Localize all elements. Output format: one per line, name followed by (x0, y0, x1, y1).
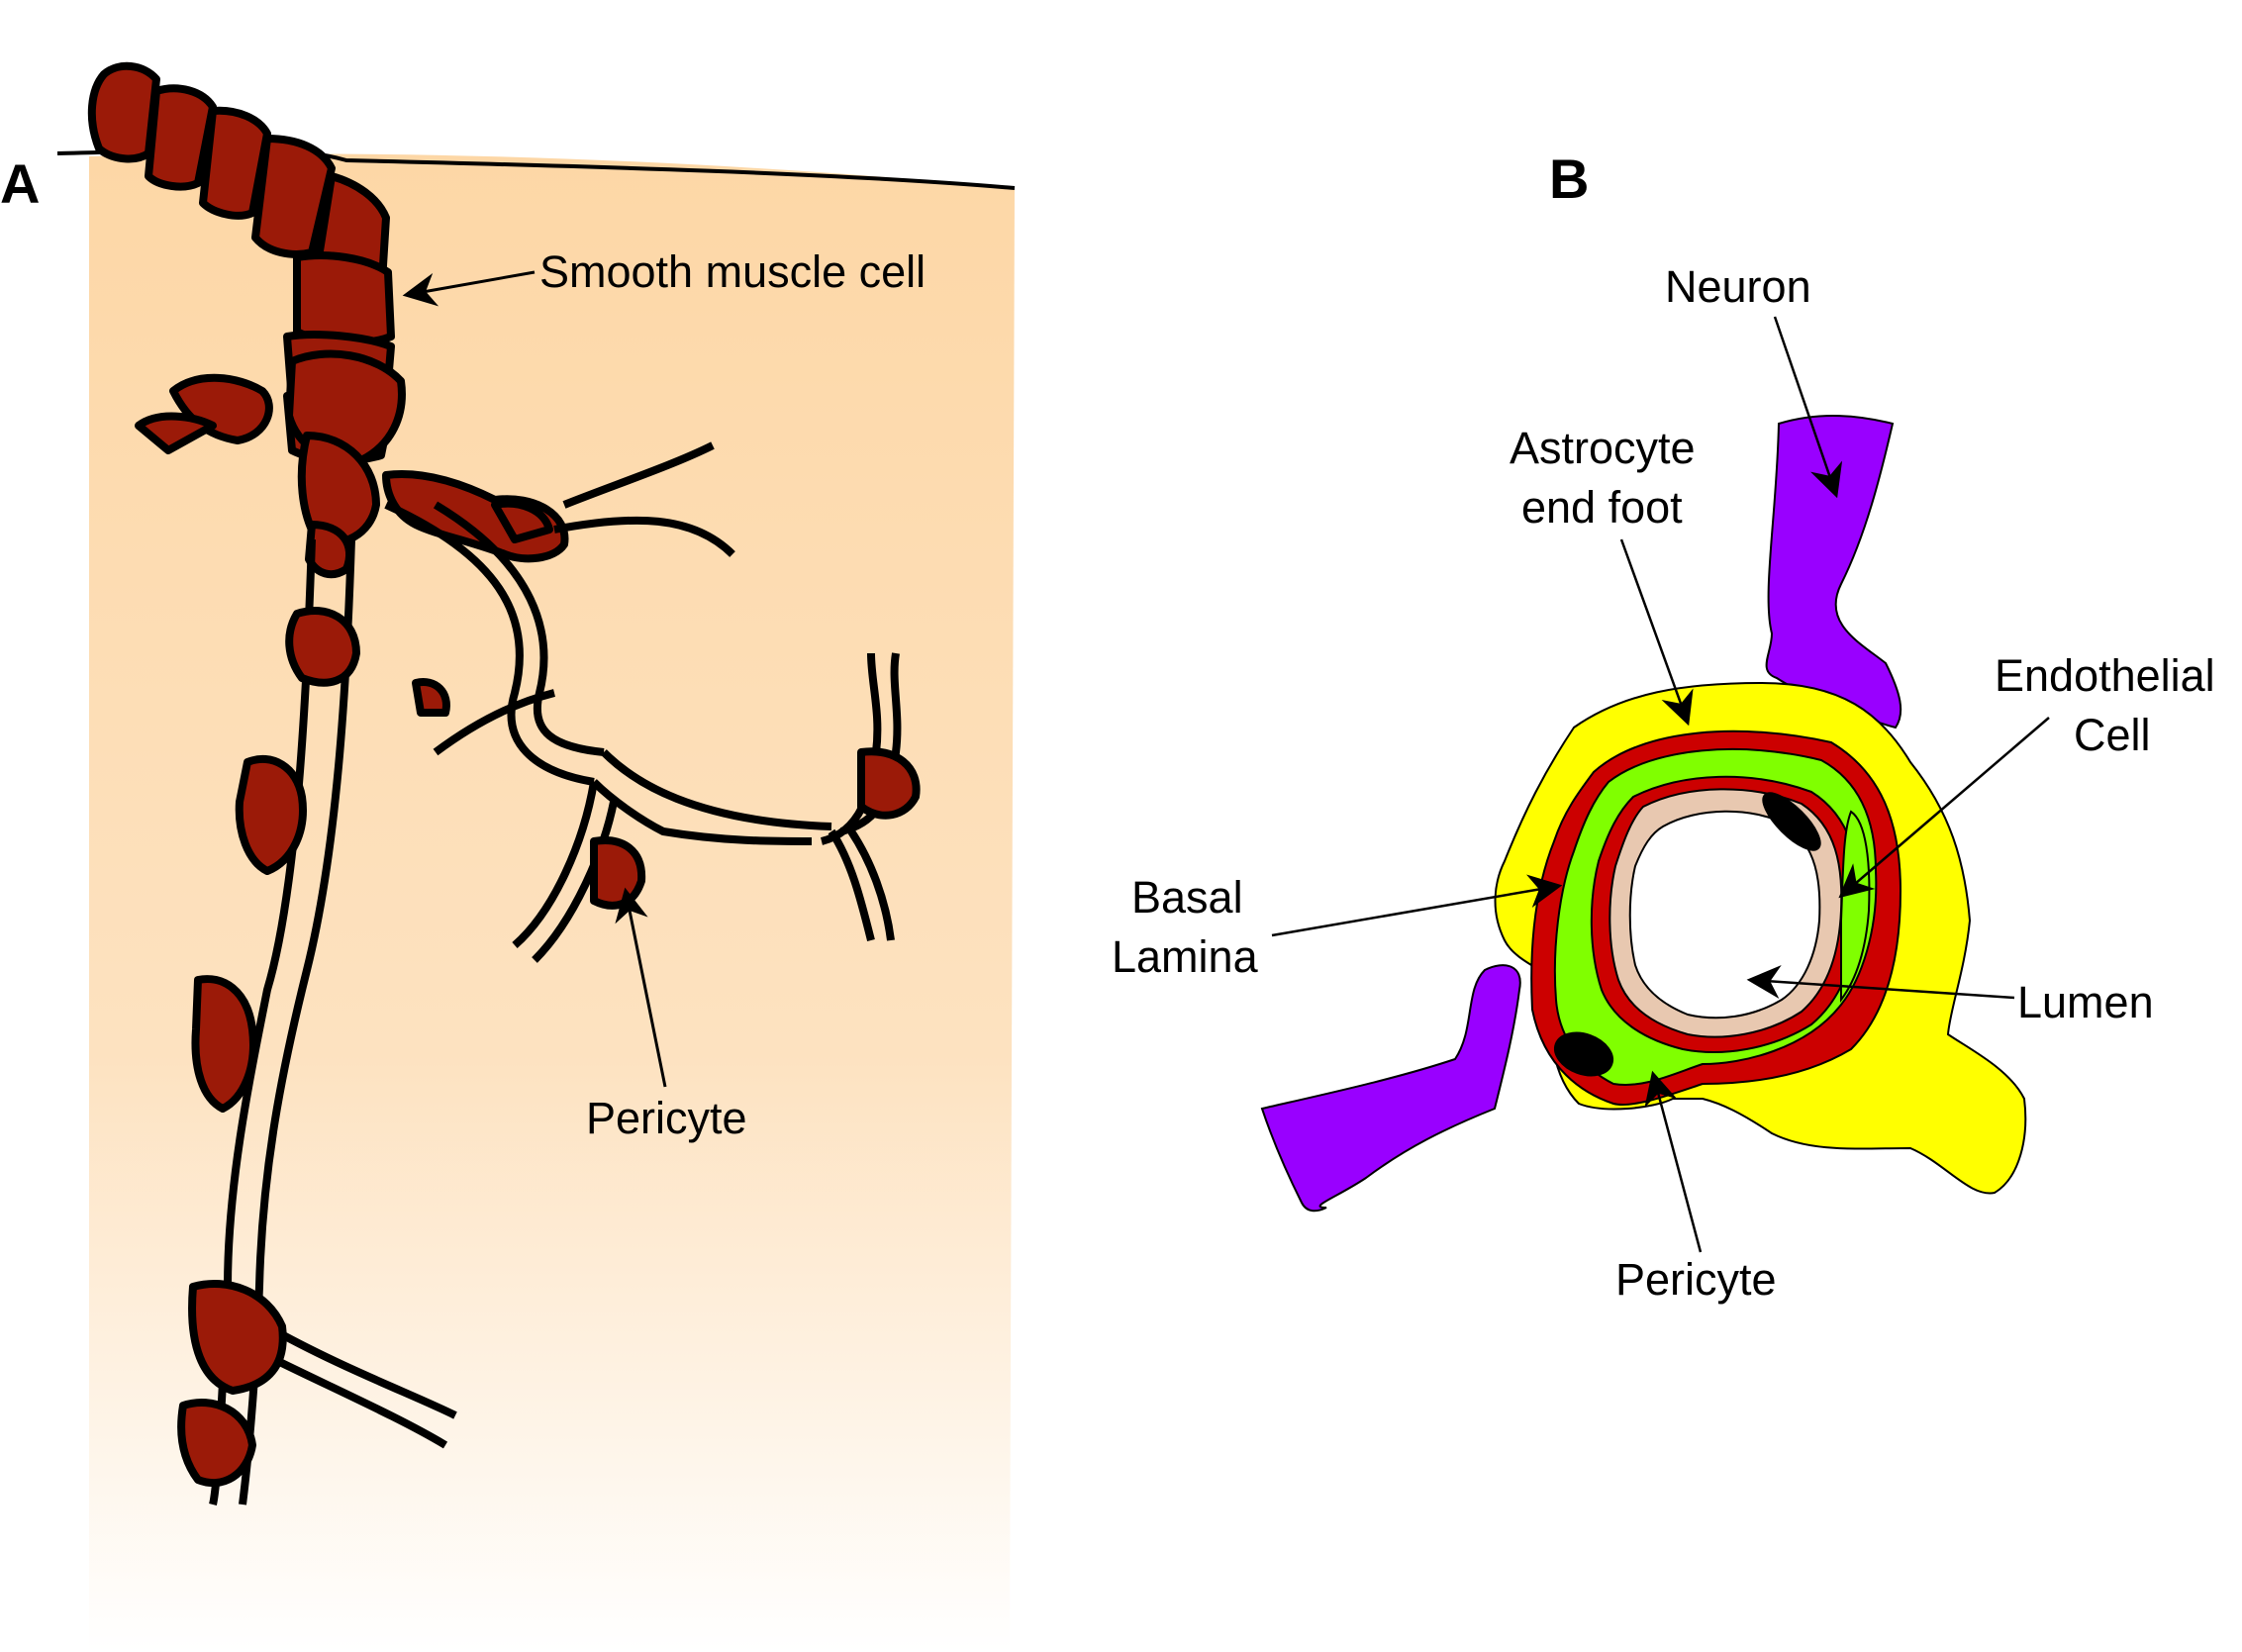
label-endothelial-line1: Endothelial (1995, 650, 2215, 701)
arrow-endothelial (1838, 717, 2050, 899)
label-neuron: Neuron (1665, 261, 1811, 312)
arteriole-tree (87, 61, 569, 579)
arrow-lumen (1746, 965, 2015, 1000)
label-astrocyte-line1: Astrocyte (1510, 423, 1696, 473)
panel-a-letter: A (0, 152, 40, 215)
label-astrocyte-line2: end foot (1521, 482, 1683, 533)
arrow-pericyte-a (615, 887, 667, 1088)
neuron-lower (1260, 964, 1521, 1213)
lumen (1628, 810, 1821, 1020)
panel-b-letter: B (1549, 147, 1589, 210)
pericyte-nucleus (1553, 1031, 1614, 1077)
label-pericyte-a: Pericyte (586, 1093, 747, 1143)
endothelial-nucleus (1762, 792, 1821, 851)
panel-a: A Smooth muscle cell Pericyte (0, 61, 1016, 1652)
label-pericyte-b: Pericyte (1615, 1254, 1777, 1305)
branch-cells-right (382, 470, 569, 563)
label-smooth-muscle-cell: Smooth muscle cell (539, 246, 926, 297)
branch-cells-upper (135, 349, 406, 579)
arrow-smooth-muscle-cell (402, 270, 536, 307)
label-lumen: Lumen (2017, 977, 2154, 1027)
label-endothelial-line2: Cell (2074, 710, 2151, 760)
panel-b: B Neuron Astrocyte end foot Endothelial … (1112, 147, 2215, 1305)
label-basal-line2: Lamina (1112, 931, 1259, 982)
label-basal-line1: Basal (1131, 872, 1243, 923)
arrow-pericyte-b (1644, 1070, 1703, 1253)
neuron-upper (1765, 415, 1902, 729)
arrow-astrocyte (1619, 538, 1694, 727)
arrow-neuron (1773, 316, 1843, 499)
arrow-basal-lamina (1271, 874, 1563, 937)
pericyte-process (1840, 810, 1871, 1004)
